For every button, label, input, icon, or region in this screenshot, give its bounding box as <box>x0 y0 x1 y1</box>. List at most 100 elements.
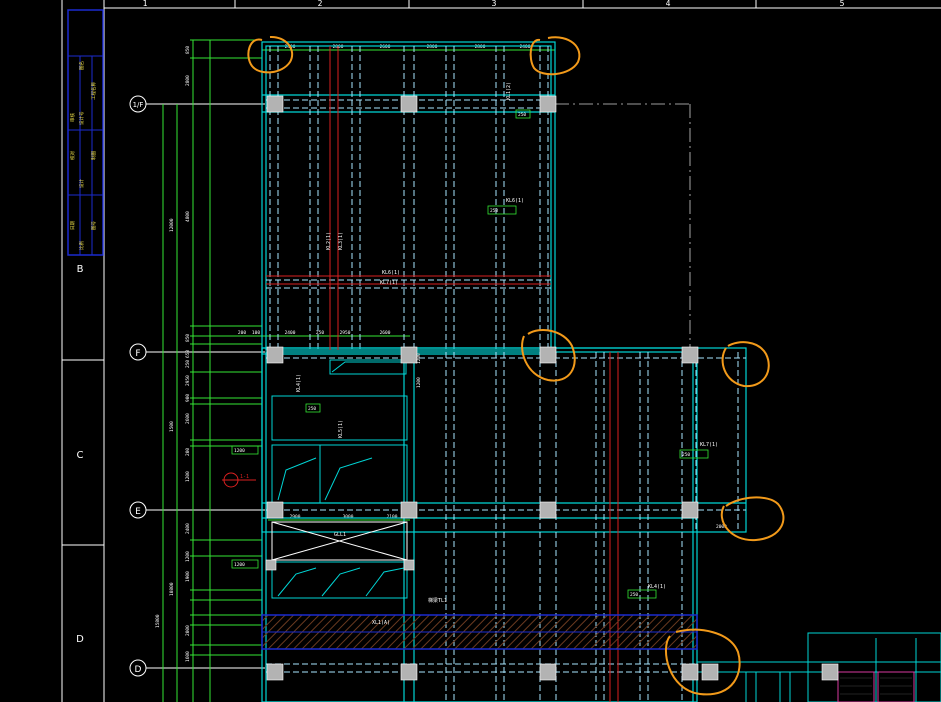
axis-lines <box>146 103 265 669</box>
dim-e: 2900 <box>290 514 301 520</box>
tag-right: 1200 <box>416 353 422 364</box>
column <box>821 663 839 681</box>
axis-bubble-D[interactable]: D <box>129 659 147 677</box>
column <box>539 501 557 519</box>
dim-left: 1200 <box>185 471 191 482</box>
dim-left: 200 <box>185 448 191 456</box>
beam-label-right: KL7(1) <box>700 442 718 448</box>
annotation-circle <box>529 36 581 76</box>
adjacent-block <box>697 632 941 702</box>
column <box>681 663 699 681</box>
left-dimension-texts: 850 2800 12000 4800 850 650 250 2950 900… <box>155 46 191 662</box>
axis-bubble-1F[interactable]: 1/F <box>129 95 147 113</box>
dim-left: 2000 <box>185 625 191 636</box>
adjacent-block-texture <box>840 677 912 695</box>
beam-label-kl6: KL6(1) <box>382 270 400 276</box>
dim-e: 2100 <box>387 514 398 520</box>
row-zone-D: D <box>76 634 84 645</box>
beam-label-kl5: KL5(1) <box>338 420 344 438</box>
ruler-label-4: 4 <box>666 0 671 8</box>
beam-labels: KL1(2) KL2(1) KL3(1) KL4(1) KL5(1) KL6(1… <box>296 82 718 626</box>
column-ruler: 1 2 3 4 5 <box>143 0 845 8</box>
stair-bottom <box>271 561 408 599</box>
dim-mid: 100 <box>252 330 260 336</box>
dim-left: 15800 <box>155 614 161 628</box>
left-dimension-chains <box>162 39 262 702</box>
dim-left: 2950 <box>185 375 191 386</box>
ruler-label-2: 2 <box>318 0 323 8</box>
e-dimension-chain: 2900 3000 2100 <box>268 514 410 521</box>
axis-bubble-label: D <box>135 665 142 675</box>
column <box>266 663 284 681</box>
tb-field-7: 制图 <box>90 151 97 160</box>
dim-left: 1500 <box>169 421 175 432</box>
column <box>539 663 557 681</box>
column <box>400 501 418 519</box>
tb-field-2: 工程名称 <box>90 82 97 100</box>
dim-left: 850 <box>185 334 191 342</box>
dim-left: 650 <box>185 350 191 358</box>
mid-dimension-chain: 200 100 2400 250 2950 2600 <box>236 330 410 337</box>
outer-boundary <box>555 103 691 350</box>
column <box>400 346 418 364</box>
dim-top: 2400 <box>520 44 531 50</box>
annotation-circles <box>247 35 785 696</box>
annotation-circle <box>665 628 741 696</box>
dim-left: 4800 <box>185 211 191 222</box>
tb-field-4: 审核 <box>69 113 76 122</box>
dim-left: 1200 <box>185 551 191 562</box>
dim-top: 2800 <box>475 44 486 50</box>
tag-span: 250 <box>490 208 498 214</box>
title-block: 图名 工程名称 设计号 审核 校对 设计 制图 日期 图号 比例 <box>67 9 104 256</box>
section-marker-label: 1-1 <box>240 474 249 480</box>
column <box>403 559 415 571</box>
tb-field-9: 图号 <box>91 221 97 230</box>
dim-left: 850 <box>185 46 191 54</box>
dim-mid: 2600 <box>380 330 391 336</box>
green-tag-texts: 250 250 250 250 250 1200 1200 1200 1200 … <box>234 112 727 598</box>
beam-label-kl3: KL3(1) <box>338 232 344 250</box>
dim-top: 2800 <box>427 44 438 50</box>
row-zone-labels: B C D <box>76 264 84 645</box>
beam-label-mid: KL6(1) <box>506 198 524 204</box>
tag-span: 250 <box>630 592 638 598</box>
stair-note: 梯梁TL1 <box>428 597 447 604</box>
dim-mid: 2400 <box>285 330 296 336</box>
tag-span: 250 <box>308 406 316 412</box>
ruler-label-1: 1 <box>143 0 148 8</box>
dim-left: 1600 <box>185 651 191 662</box>
dim-top: 2600 <box>380 44 391 50</box>
beam-label-kl2: KL2(1) <box>326 232 332 250</box>
annotation-circle <box>247 35 294 74</box>
dim-left: 1900 <box>185 571 191 582</box>
beam-label-lower: KL4(1) <box>648 584 666 590</box>
column <box>266 95 284 113</box>
dim-left: 12000 <box>169 218 175 232</box>
axis-bubble-E[interactable]: E <box>129 501 147 519</box>
dim-left: 900 <box>185 394 191 402</box>
tb-field-8: 日期 <box>70 221 76 230</box>
column <box>681 346 699 364</box>
annotation-circle <box>721 341 770 388</box>
tb-field-5: 校对 <box>69 151 76 160</box>
dim-e: 3000 <box>343 514 354 520</box>
axis-bubble-F[interactable]: F <box>129 343 147 361</box>
row-zone-B: B <box>77 264 84 275</box>
tag-span: 250 <box>682 452 690 458</box>
dim-mid: 2950 <box>340 330 351 336</box>
axis-bubble-label: E <box>135 507 141 517</box>
dim-left: 2400 <box>185 523 191 534</box>
column <box>701 663 719 681</box>
dim-mid: 250 <box>316 330 324 336</box>
column <box>265 559 277 571</box>
column <box>539 346 557 364</box>
beam-label-kl7: KL7(1) <box>380 280 398 286</box>
dim-left: 2800 <box>185 75 191 86</box>
column <box>400 95 418 113</box>
axis-bubble-label: F <box>135 349 140 359</box>
columns <box>265 95 839 681</box>
column <box>266 346 284 364</box>
column <box>681 501 699 519</box>
tb-field-6: 设计 <box>78 179 85 188</box>
